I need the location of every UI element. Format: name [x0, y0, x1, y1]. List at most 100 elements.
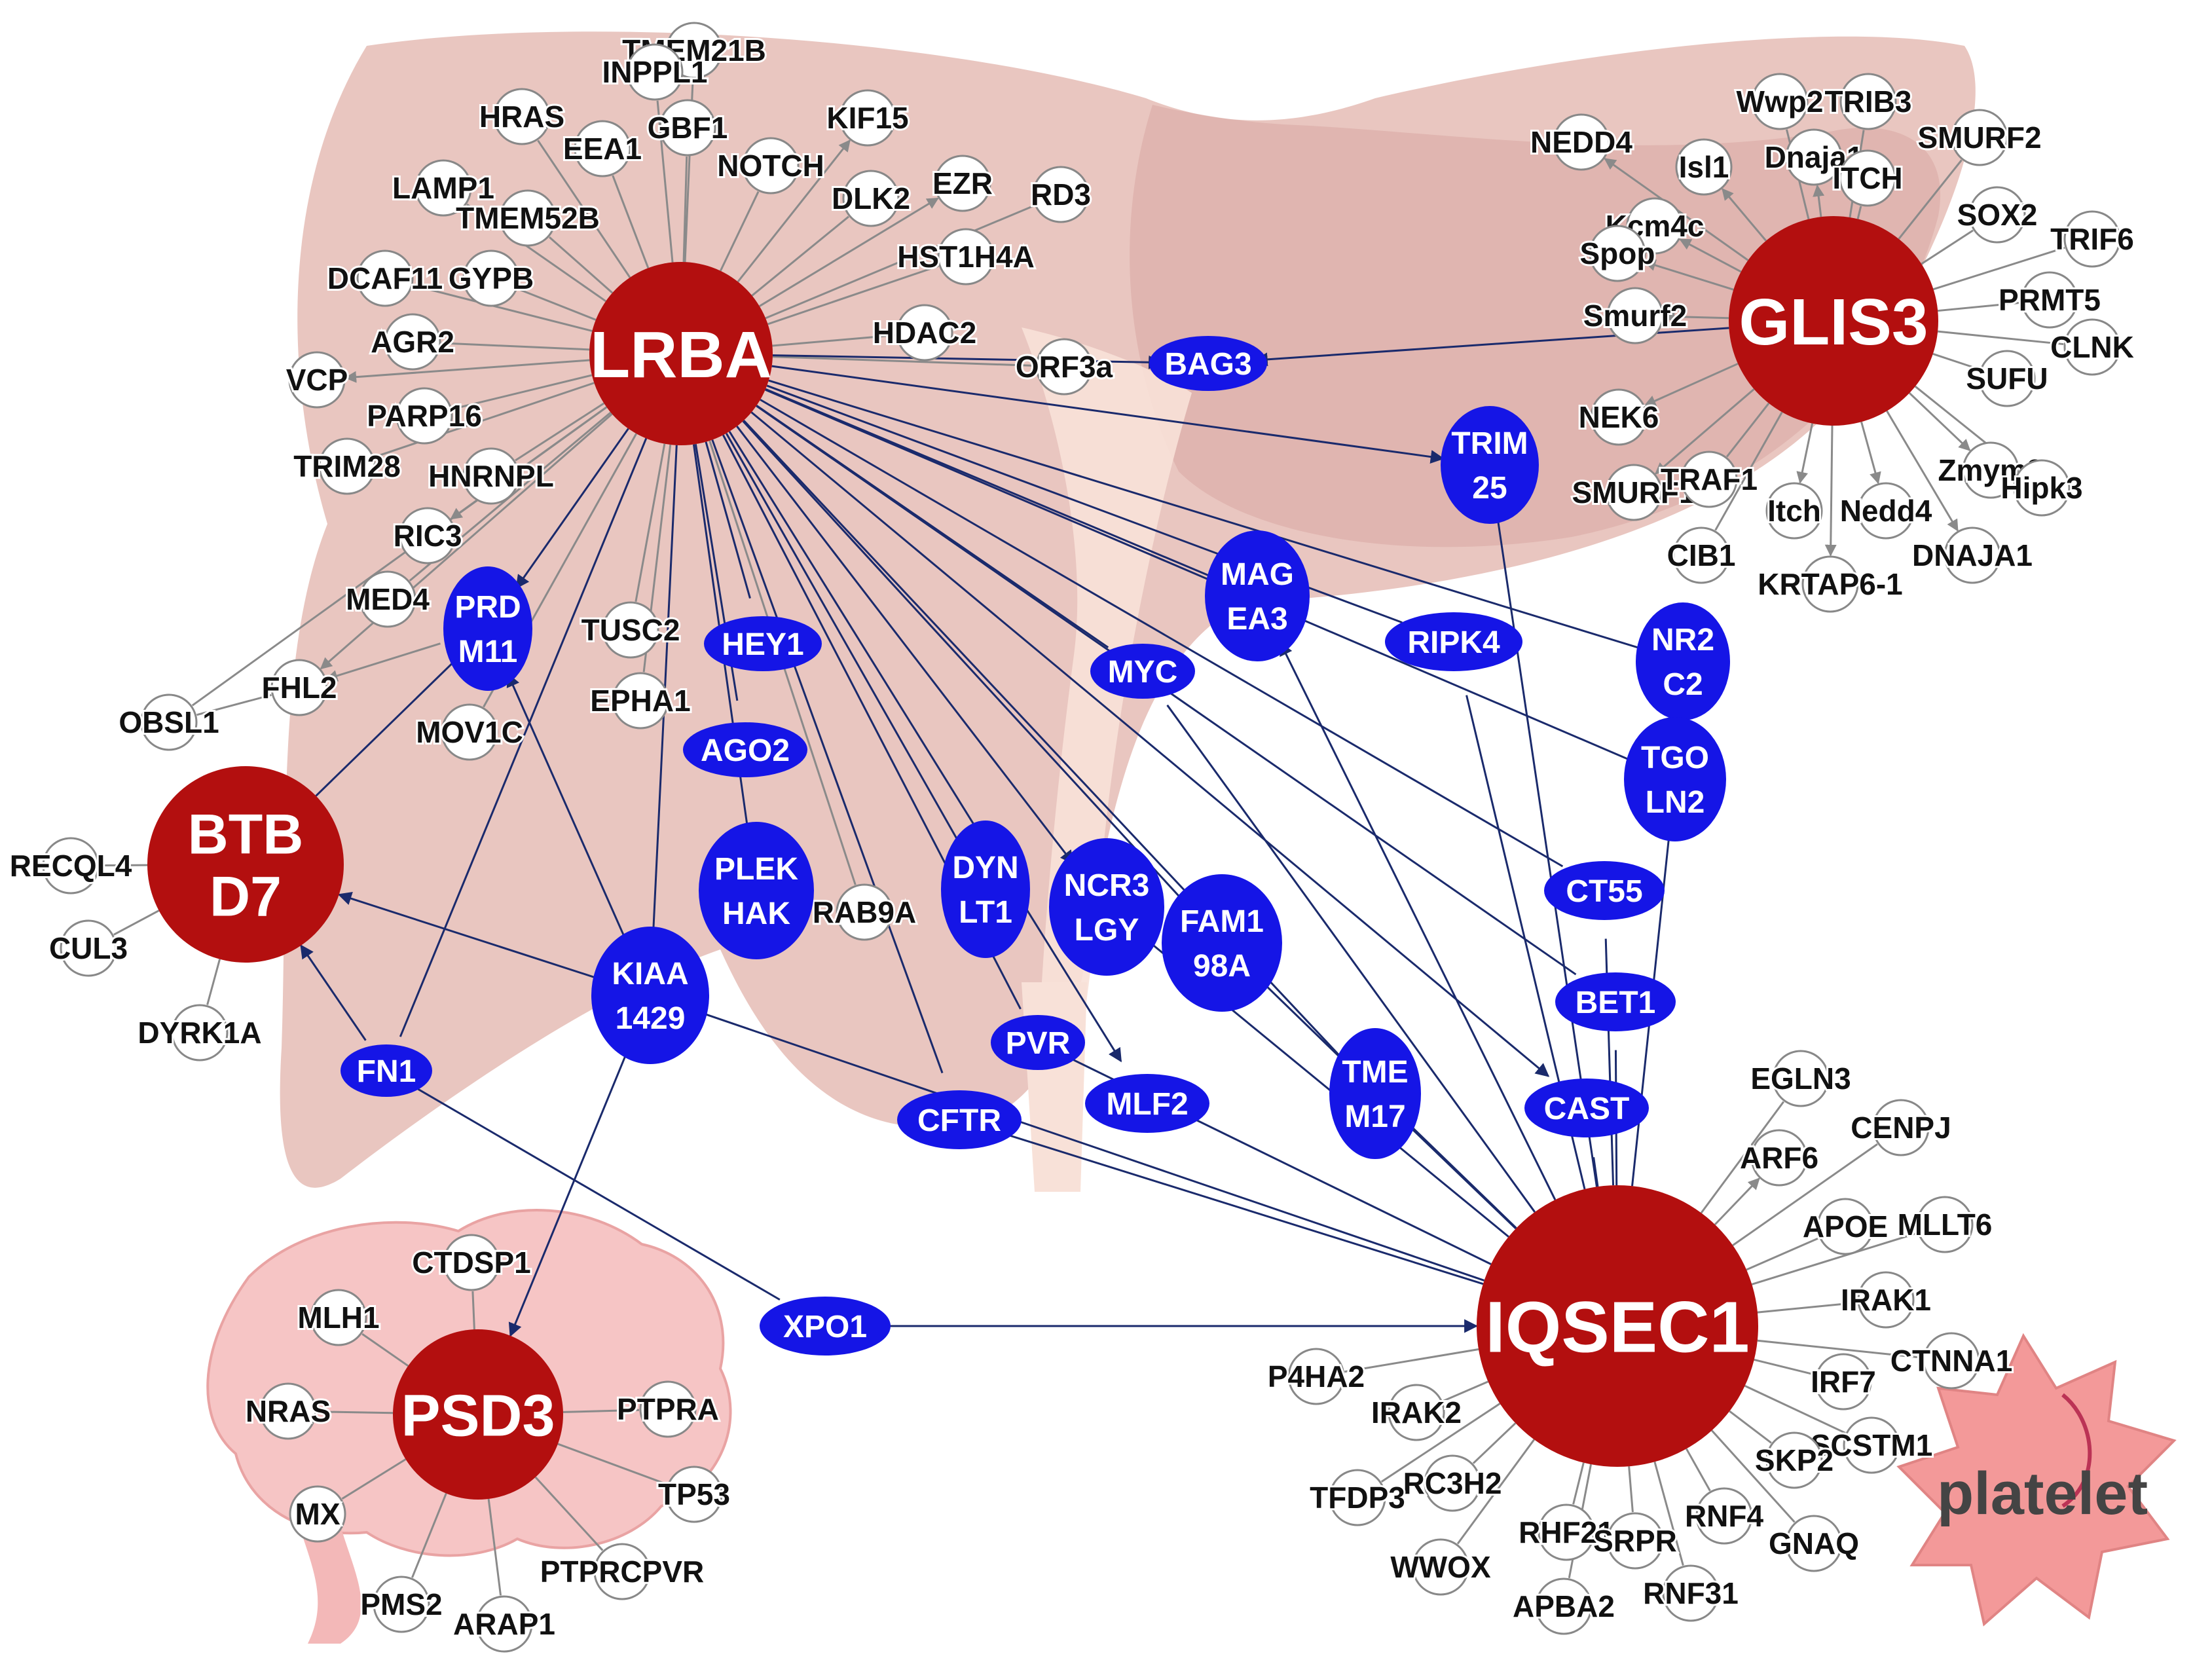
node-cftr[interactable]: CFTR [897, 1090, 1022, 1149]
hub-glis3[interactable]: GLIS3 [1729, 216, 1938, 426]
node-traf1[interactable]: TRAF1 [1659, 451, 1760, 508]
node-fn1[interactable]: FN1 [341, 1044, 432, 1097]
node-cib1[interactable]: CIB1 [1665, 526, 1737, 584]
node-bet1[interactable]: BET1 [1555, 972, 1676, 1031]
node-smurf2[interactable]: SMURF2 [1915, 109, 2044, 166]
node-prmt5[interactable]: PRMT5 [1997, 271, 2103, 329]
node-dlk2[interactable]: DLK2 [830, 170, 912, 227]
node-agr2[interactable]: AGR2 [369, 313, 456, 371]
node-spop[interactable]: Spop [1578, 225, 1657, 282]
node-ago2[interactable]: AGO2 [683, 722, 807, 777]
node-parp16[interactable]: PARP16 [365, 387, 484, 445]
node-skp2[interactable]: SKP2 [1753, 1431, 1835, 1489]
node-hnrnpl[interactable]: HNRNPL [426, 447, 556, 505]
node-ct55[interactable]: CT55 [1544, 861, 1665, 920]
node-recql4[interactable]: RECQL4 [8, 837, 134, 895]
node-xpo1[interactable]: XPO1 [760, 1297, 891, 1356]
node-mlf2[interactable]: MLF2 [1085, 1074, 1209, 1133]
node-rc3h2[interactable]: RC3H2 [1401, 1454, 1503, 1512]
node-cast[interactable]: CAST [1524, 1079, 1649, 1137]
node-cenpj[interactable]: CENPJ [1849, 1099, 1953, 1156]
node-ptprcpvr[interactable]: PTPRCPVR [538, 1543, 706, 1600]
node-rnf4[interactable]: RNF4 [1683, 1487, 1765, 1545]
node-tmem52b[interactable]: TMEM52B [454, 189, 602, 247]
node-ctnna1[interactable]: CTNNA1 [1889, 1332, 2014, 1390]
node-tp53[interactable]: TP53 [656, 1466, 732, 1523]
node-tfdp3[interactable]: TFDP3 [1308, 1469, 1407, 1526]
node-egln3[interactable]: EGLN3 [1748, 1050, 1853, 1107]
node-mlh1[interactable]: MLH1 [295, 1289, 382, 1346]
node-mx[interactable]: MX [289, 1485, 346, 1543]
node-trim28[interactable]: TRIM28 [291, 437, 403, 495]
node-eea1[interactable]: EEA1 [561, 120, 644, 177]
node-lamp1[interactable]: LAMP1 [390, 159, 496, 217]
node-irak2[interactable]: IRAK2 [1369, 1384, 1464, 1441]
node-ctdsp1[interactable]: CTDSP1 [410, 1234, 533, 1291]
node-mov1c[interactable]: MOV1C [414, 703, 525, 761]
node-hst1h4a[interactable]: HST1H4A [895, 228, 1037, 286]
node-arf6[interactable]: ARF6 [1738, 1129, 1820, 1187]
node-itch[interactable]: Itch [1765, 482, 1823, 540]
hub-iqsec1[interactable]: IQSEC1 [1477, 1185, 1758, 1467]
node-notch[interactable]: NOTCH [715, 137, 826, 194]
node-sufu[interactable]: SUFU [1964, 350, 2050, 407]
node-dcaf11[interactable]: DCAF11 [325, 249, 445, 307]
node-vcp[interactable]: VCP [284, 351, 350, 409]
node-scstm1[interactable]: SCSTM1 [1809, 1416, 1934, 1474]
node-krtap6-1[interactable]: KRTAP6-1 [1756, 555, 1905, 613]
node-pvr[interactable]: PVR [991, 1015, 1085, 1070]
node-myc[interactable]: MYC [1090, 644, 1195, 699]
node-kif15[interactable]: KIF15 [824, 89, 911, 147]
node-pms2[interactable]: PMS2 [358, 1576, 445, 1633]
node-tusc2[interactable]: TUSC2 [580, 601, 682, 659]
node-ric3[interactable]: RIC3 [392, 507, 464, 564]
node-hipk3[interactable]: Hipk3 [1999, 459, 2085, 517]
node-trif6[interactable]: TRIF6 [2048, 210, 2136, 268]
node-inppl1[interactable]: INPPL1 [600, 43, 710, 101]
node-ezr[interactable]: EZR [931, 155, 995, 212]
node-gypb[interactable]: GYPB [447, 249, 536, 307]
node-orf3a[interactable]: ORF3a [1014, 338, 1115, 396]
node-apba2[interactable]: APBA2 [1511, 1577, 1617, 1635]
node-hey1[interactable]: HEY1 [704, 616, 822, 671]
node-bag3[interactable]: BAG3 [1149, 336, 1267, 391]
node-trib3[interactable]: TRIB3 [1823, 73, 1913, 130]
node-dnaja1[interactable]: DNAJA1 [1910, 526, 2035, 584]
node-rnf31[interactable]: RNF31 [1641, 1564, 1741, 1622]
node-irf7[interactable]: IRF7 [1809, 1353, 1878, 1411]
node-smurf1[interactable]: SMURF1 [1570, 464, 1698, 521]
node-ripk4[interactable]: RIPK4 [1385, 612, 1522, 671]
node-dyrk1a[interactable]: DYRK1A [136, 1004, 264, 1061]
hub-psd3[interactable]: PSD3 [393, 1329, 563, 1500]
node-isl1[interactable]: Isl1 [1675, 138, 1733, 196]
node-fhl2[interactable]: FHL2 [260, 659, 339, 716]
node-p4ha2[interactable]: P4HA2 [1266, 1348, 1367, 1405]
node-gbf1[interactable]: GBF1 [646, 99, 729, 157]
node-hdac2[interactable]: HDAC2 [871, 304, 978, 361]
node-cul3[interactable]: CUL3 [47, 919, 130, 977]
node-med4[interactable]: MED4 [344, 570, 432, 628]
node-rab9a[interactable]: RAB9A [811, 883, 918, 941]
node-ptpra[interactable]: PTPRA [615, 1380, 721, 1438]
node-nedd4[interactable]: NEDD4 [1528, 113, 1634, 171]
node-wwp2[interactable]: Wwp2 [1735, 73, 1825, 130]
node-gnaq[interactable]: GNAQ [1767, 1515, 1861, 1572]
node-epha1[interactable]: EPHA1 [588, 672, 693, 729]
node-hras[interactable]: HRAS [477, 88, 566, 145]
node-wwox[interactable]: WWOX [1388, 1538, 1493, 1596]
node-mllt6[interactable]: MLLT6 [1896, 1196, 1994, 1253]
node-nras[interactable]: NRAS [244, 1382, 333, 1440]
node-apoe[interactable]: APOE [1801, 1198, 1890, 1255]
